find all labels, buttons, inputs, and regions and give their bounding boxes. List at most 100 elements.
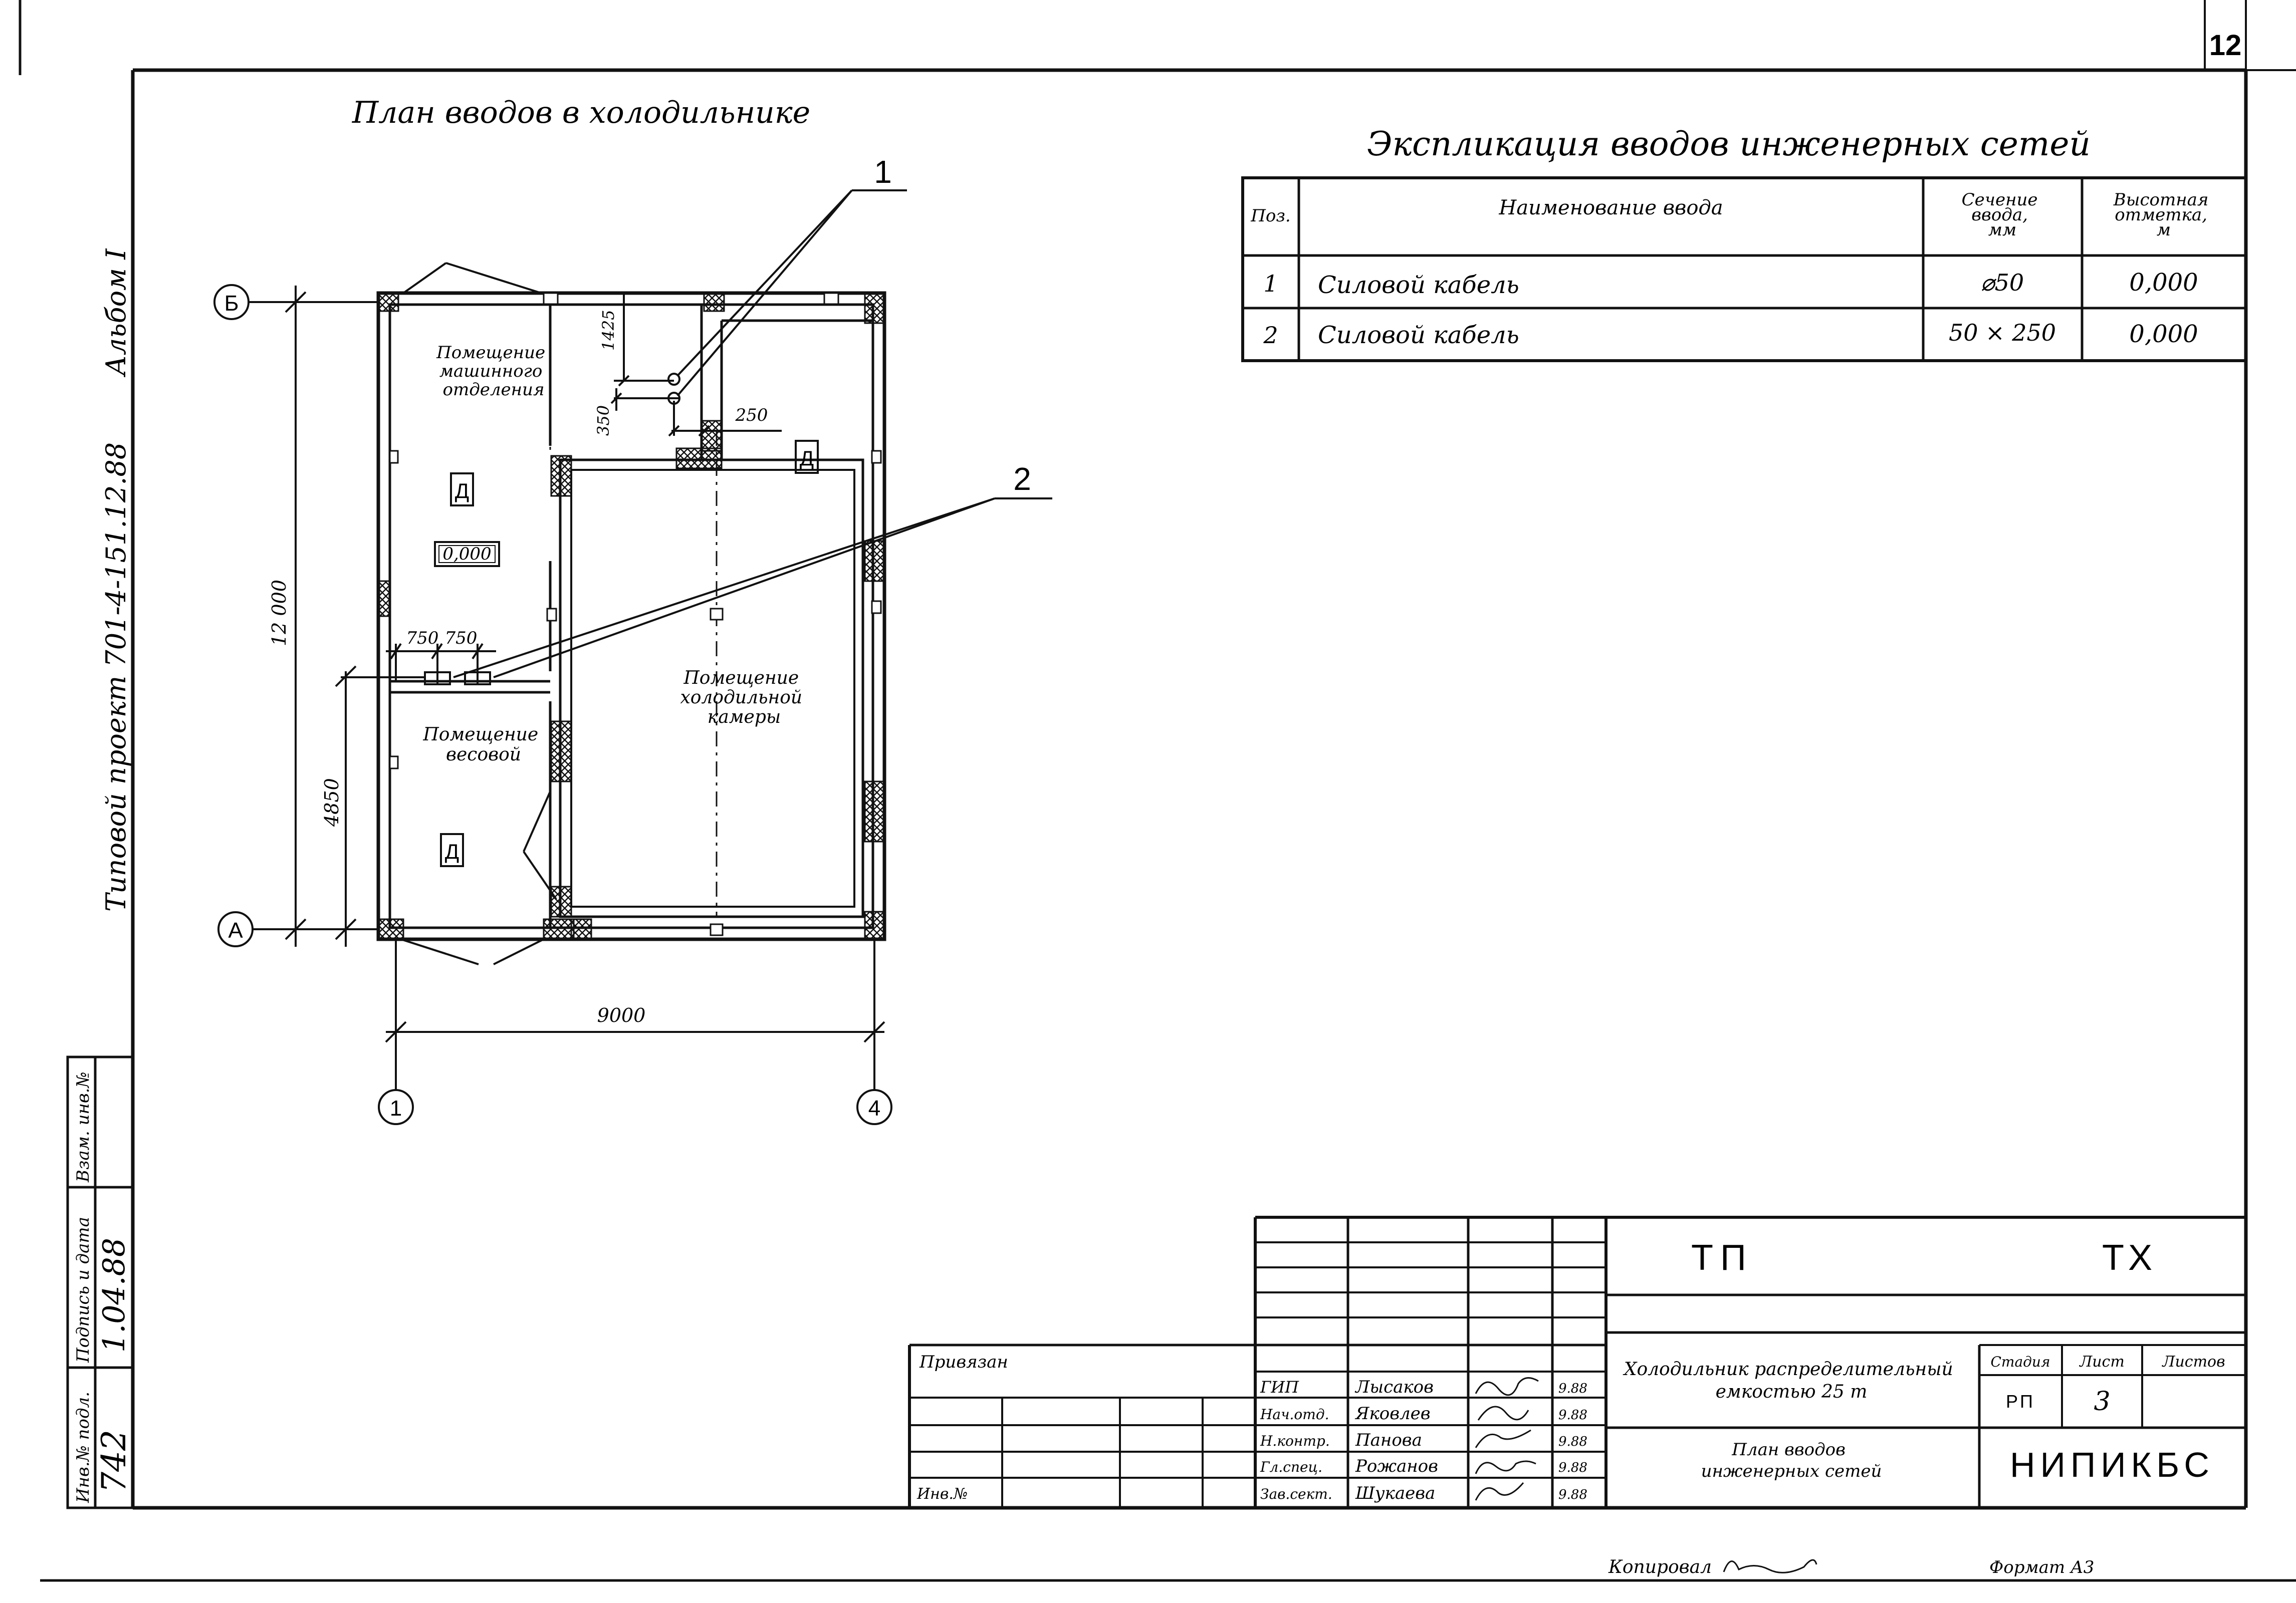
row1-pos: 1	[1263, 270, 1278, 297]
sheet-number: 12	[2209, 29, 2242, 62]
row2-name: Силовой кабель	[1318, 321, 1519, 349]
table-row: 1 Силовой кабель ⌀50 0,000	[1263, 269, 2198, 299]
side-vzam-label: Взам. инв.№	[73, 1072, 93, 1183]
dim-1425: 1425	[599, 310, 618, 351]
stamp-date-nkontr: 9.88	[1558, 1434, 1587, 1449]
side-sign-date-value: 1.04.88	[97, 1238, 132, 1353]
leader-lines	[453, 189, 1052, 678]
stamp-role-nkontr: Н.контр.	[1260, 1433, 1330, 1449]
svg-text:Д: Д	[455, 479, 469, 502]
side-inv-podl-value: 742	[95, 1430, 133, 1493]
window-lines	[400, 262, 557, 965]
room-weigh-label: Помещение весовой	[422, 724, 544, 765]
stamp-name-gip: Лысаков	[1354, 1377, 1434, 1397]
table-row: Н.контр. Панова 9.88	[1260, 1429, 1587, 1450]
stamp-object-name: Холодильник распределительный емкостью 2…	[1623, 1359, 1959, 1402]
side-inv-podl-label: Инв.№ подл.	[73, 1392, 93, 1503]
signature	[1475, 1429, 1531, 1448]
stamp-role-gip: ГИП	[1260, 1378, 1299, 1397]
sheet-border	[19, 0, 2296, 1582]
row1-section: ⌀50	[1981, 269, 2024, 296]
room-cold-label: Помещение холодильной камеры	[680, 668, 808, 727]
explication-header-elevation: Высотная отметка, м	[2113, 190, 2214, 240]
plan-title: План вводов в холодильнике	[352, 95, 810, 130]
elevation-mark-box	[434, 541, 500, 567]
table-row: Нач.отд. Яковлев 9.88	[1260, 1404, 1587, 1424]
callout-2: 2	[1013, 461, 1031, 497]
wall-openings	[389, 292, 882, 936]
svg-text:Б: Б	[224, 291, 239, 316]
row2-elevation: 0,000	[2129, 320, 2198, 348]
stamp-inv-no: Инв.№	[916, 1485, 968, 1503]
explication-header-name: Наименование ввода	[1498, 196, 1723, 219]
signature	[1475, 1377, 1539, 1396]
elevation-mark: 0,000	[442, 544, 491, 564]
dimension-lines	[285, 286, 885, 1043]
stamp-code-left: ТП	[1691, 1238, 1753, 1278]
dim-4850: 4850	[321, 778, 343, 827]
stamp-organization: НИПИКБС	[2010, 1445, 2214, 1484]
explication-table	[1241, 176, 2247, 362]
room-machine-label: Помещение машинного отделения	[436, 343, 551, 400]
axis-bubble-b: Б	[213, 284, 378, 320]
stamp-name-nach: Яковлев	[1354, 1404, 1431, 1424]
stamp-date-gip: 9.88	[1558, 1381, 1587, 1396]
footer-copied: Копировал	[1608, 1557, 1712, 1577]
signature	[1723, 1559, 1817, 1573]
signature	[1475, 1460, 1536, 1474]
table-row: ГИП Лысаков 9.88	[1260, 1377, 1587, 1397]
explication-title: Экспликация вводов инженерных сетей	[1367, 125, 2091, 163]
callout-1: 1	[874, 154, 892, 190]
explication-header-pos: Поз.	[1250, 206, 1290, 226]
stamp-role-glspec: Гл.спец.	[1260, 1459, 1322, 1475]
project-label: Типовой проект 701-4-151.12.88	[100, 442, 132, 912]
dim-750b: 750	[445, 628, 478, 648]
dim-350: 350	[594, 405, 613, 436]
axis-bubble-a: А	[217, 911, 378, 947]
album-label: Альбом I	[100, 248, 132, 378]
axis-bubble-1: 1	[378, 939, 414, 1125]
stamp-name-glspec: Рожанов	[1355, 1456, 1438, 1476]
stamp-role-nach: Нач.отд.	[1260, 1406, 1329, 1423]
stamp-attached: Привязан	[919, 1352, 1008, 1372]
floor-plan: Д Д Д 0,000 Помещение машинного отделени…	[213, 154, 1052, 1125]
stamp-name-zavsekt: Шукаева	[1355, 1483, 1435, 1503]
side-sign-date-label: Подпись и дата	[73, 1217, 93, 1363]
stamp-sheets-label: Листов	[2161, 1353, 2225, 1371]
stamp-stage-label: Стадия	[1991, 1354, 2050, 1370]
svg-text:1: 1	[390, 1096, 402, 1121]
stamp-sheet-label: Лист	[2079, 1353, 2125, 1371]
stamp-date-glspec: 9.88	[1558, 1460, 1587, 1475]
title-block	[908, 1216, 2246, 1508]
footer-format: Формат А3	[1989, 1557, 2094, 1577]
stamp-code-right: ТХ	[2102, 1238, 2156, 1278]
center-lines	[549, 306, 718, 917]
svg-text:Д: Д	[445, 840, 459, 863]
svg-text:Д: Д	[800, 446, 814, 470]
stamp-role-zavsekt: Зав.сект.	[1260, 1486, 1332, 1502]
stamp-sheet-value: 3	[2094, 1387, 2110, 1417]
stamp-drawing-name: План вводов инженерных сетей	[1701, 1440, 1882, 1481]
axis-bubble-4: 4	[856, 939, 892, 1125]
row1-elevation: 0,000	[2129, 269, 2198, 297]
svg-text:А: А	[228, 918, 243, 943]
table-row: Гл.спец. Рожанов 9.88	[1260, 1456, 1587, 1476]
dim-250: 250	[735, 405, 768, 425]
table-row: Зав.сект. Шукаева 9.88	[1260, 1482, 1587, 1503]
stamp-date-nach: 9.88	[1558, 1408, 1587, 1423]
dim-height: 12 000	[268, 580, 290, 646]
door-mark: Д	[440, 833, 464, 867]
explication-header-section: Сечение ввода, мм	[1962, 190, 2043, 240]
signature	[1475, 1482, 1524, 1501]
signature	[1477, 1406, 1529, 1421]
row1-name: Силовой кабель	[1318, 271, 1519, 299]
table-row: 2 Силовой кабель 50 × 250 0,000	[1263, 319, 2198, 349]
side-stamp	[66, 1055, 134, 1509]
door-mark: Д	[450, 472, 474, 506]
row2-pos: 2	[1263, 322, 1278, 349]
door-mark: Д	[795, 440, 819, 474]
wall-hatch	[377, 292, 885, 940]
svg-text:4: 4	[868, 1096, 880, 1121]
dim-width: 9000	[597, 1004, 646, 1026]
